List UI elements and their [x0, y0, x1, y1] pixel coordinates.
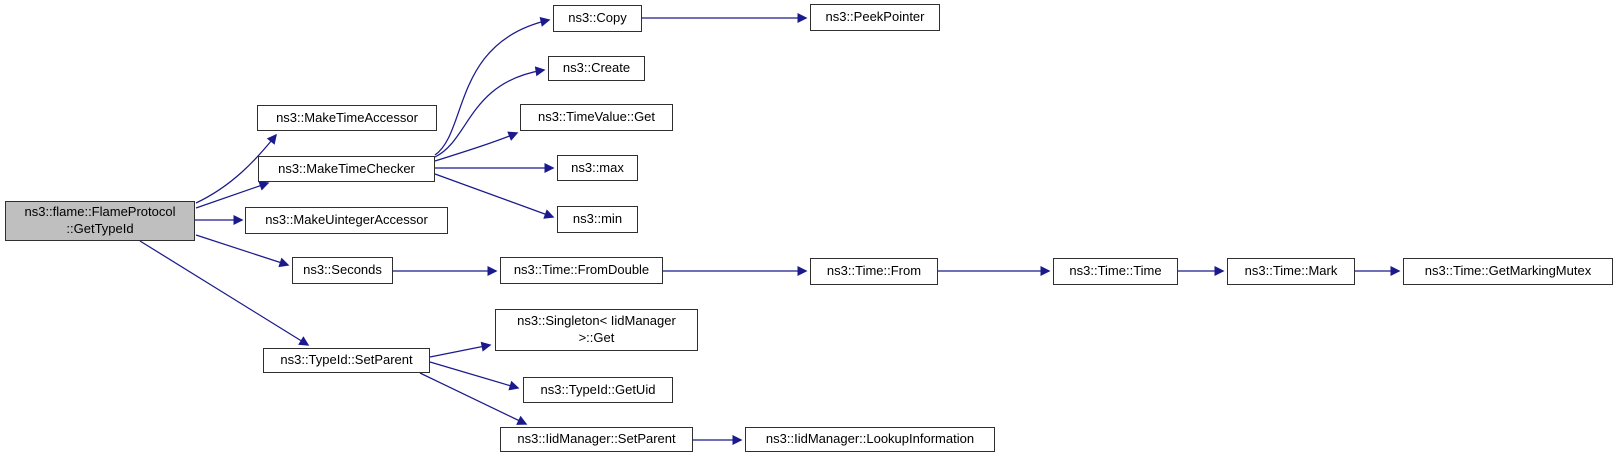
graph-node-make-uinteger-accessor[interactable]: ns3::MakeUintegerAccessor — [245, 207, 448, 234]
graph-node-iidmanager-set-parent[interactable]: ns3::IidManager::SetParent — [500, 427, 693, 452]
graph-node-get-marking-mutex[interactable]: ns3::Time::GetMarkingMutex — [1403, 258, 1613, 285]
edge-typeid-set-parent-to-typeid-get-uid — [429, 361, 520, 391]
edge-make-time-checker-to-timevalue-get — [434, 131, 519, 162]
graph-node-create[interactable]: ns3::Create — [548, 56, 645, 81]
graph-node-copy[interactable]: ns3::Copy — [553, 5, 642, 32]
edge-root-to-seconds — [195, 234, 290, 268]
graph-node-lookup-information[interactable]: ns3::IidManager::LookupInformation — [745, 427, 995, 452]
graph-node-max[interactable]: ns3::max — [557, 155, 638, 181]
graph-node-timevalue-get[interactable]: ns3::TimeValue::Get — [520, 104, 673, 131]
graph-node-typeid-get-uid[interactable]: ns3::TypeId::GetUid — [523, 377, 673, 403]
graph-node-root: ns3::flame::FlameProtocol ::GetTypeId — [5, 201, 195, 241]
graph-node-time-mark[interactable]: ns3::Time::Mark — [1227, 258, 1355, 285]
edge-root-to-typeid-set-parent — [139, 240, 310, 346]
graph-node-typeid-set-parent[interactable]: ns3::TypeId::SetParent — [263, 348, 430, 373]
graph-node-time-from[interactable]: ns3::Time::From — [810, 258, 938, 285]
graph-node-seconds[interactable]: ns3::Seconds — [292, 257, 393, 284]
edge-typeid-set-parent-to-singleton-get — [429, 341, 492, 358]
edge-make-time-checker-to-create — [434, 66, 546, 158]
graph-node-min[interactable]: ns3::min — [557, 206, 638, 233]
graph-node-make-time-accessor[interactable]: ns3::MakeTimeAccessor — [257, 105, 437, 131]
edge-make-time-checker-to-copy — [434, 17, 551, 156]
edge-root-to-make-time-checker — [195, 181, 270, 209]
graph-node-peek-pointer[interactable]: ns3::PeekPointer — [810, 4, 940, 31]
graph-node-singleton-get[interactable]: ns3::Singleton< IidManager >::Get — [495, 309, 698, 351]
graph-node-time-time[interactable]: ns3::Time::Time — [1053, 258, 1178, 285]
graph-node-time-from-double[interactable]: ns3::Time::FromDouble — [500, 257, 663, 284]
edge-make-time-checker-to-min — [434, 173, 555, 219]
graph-node-make-time-checker[interactable]: ns3::MakeTimeChecker — [258, 156, 435, 182]
edge-root-to-make-time-accessor — [195, 133, 277, 204]
edge-typeid-set-parent-to-iidmanager-set-parent — [419, 372, 528, 425]
